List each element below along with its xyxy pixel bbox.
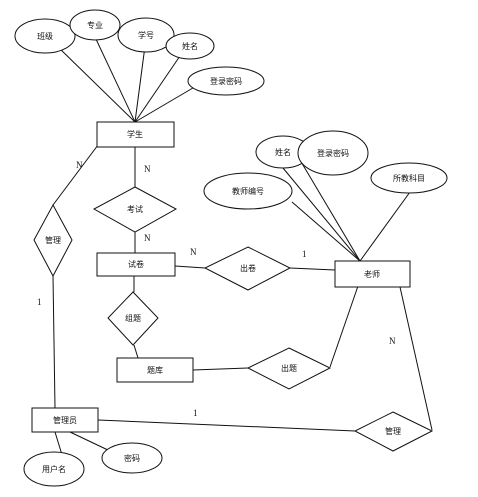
entity-exam-paper: 试卷 [96,252,176,277]
rel-set-question: 出题 [246,347,332,390]
connector-lines [52,36,433,459]
attr-student-password-label: 登录密码 [210,76,242,86]
attr-teacher-id-label: 教师编号 [232,186,264,196]
attr-username: 用户名 [23,451,85,487]
attr-student-name: 姓名 [165,32,215,60]
rel-manage-teacher-label: 管理 [385,426,401,436]
attr-student-id-label: 学号 [138,30,154,40]
cardinality-exam-paper: N [144,233,151,243]
attr-major-label: 专业 [87,20,103,30]
entity-student: 学生 [96,121,175,148]
attr-class: 班级 [14,18,76,54]
rel-take-exam: 考试 [92,186,178,233]
attr-student-password: 登录密码 [187,66,265,96]
attr-teacher-name-label: 姓名 [275,147,291,157]
attr-class-label: 班级 [37,31,53,41]
rel-manage-student: 管理 [33,203,73,278]
attr-major: 专业 [69,9,121,41]
attr-student-name-label: 姓名 [182,41,198,51]
cardinality-manage-admin: 1 [37,297,42,307]
entity-exam-paper-label: 试卷 [128,259,144,269]
cardinality-paper-setpaper: N [190,247,197,257]
entity-teacher-label: 老师 [364,269,380,279]
entity-admin-label: 管理员 [53,415,77,425]
attr-student-id: 学号 [117,17,175,53]
entity-question-bank-label: 题库 [147,365,163,375]
rel-set-question-label: 出题 [281,363,297,373]
cardinality-student-manage: N [76,160,83,170]
attr-subject: 所教科目 [370,162,448,194]
attr-subject-label: 所教科目 [393,173,425,183]
attr-teacher-password: 登录密码 [297,130,369,176]
entity-teacher: 老师 [334,260,411,288]
cardinality-setpaper-teacher: 1 [302,249,307,259]
entity-student-label: 学生 [127,129,143,139]
entity-question-bank: 题库 [116,357,194,383]
attr-admin-password: 密码 [101,442,163,474]
rel-compose: 组题 [107,291,159,346]
cardinality-teacher-manage: N [389,336,396,346]
cardinality-student-exam: N [144,164,151,174]
rel-manage-student-label: 管理 [45,235,61,245]
rel-take-exam-label: 考试 [127,204,143,214]
attr-admin-password-label: 密码 [124,453,140,463]
attr-teacher-id: 教师编号 [203,172,293,210]
attr-teacher-password-label: 登录密码 [317,148,349,158]
entity-admin: 管理员 [31,407,99,433]
rel-set-paper-label: 出卷 [240,263,256,273]
cardinality-admin-manage: 1 [193,408,198,418]
attr-username-label: 用户名 [42,464,66,474]
rel-manage-teacher: 管理 [353,411,434,452]
rel-set-paper: 出卷 [203,246,292,291]
rel-compose-label: 组题 [125,313,141,323]
